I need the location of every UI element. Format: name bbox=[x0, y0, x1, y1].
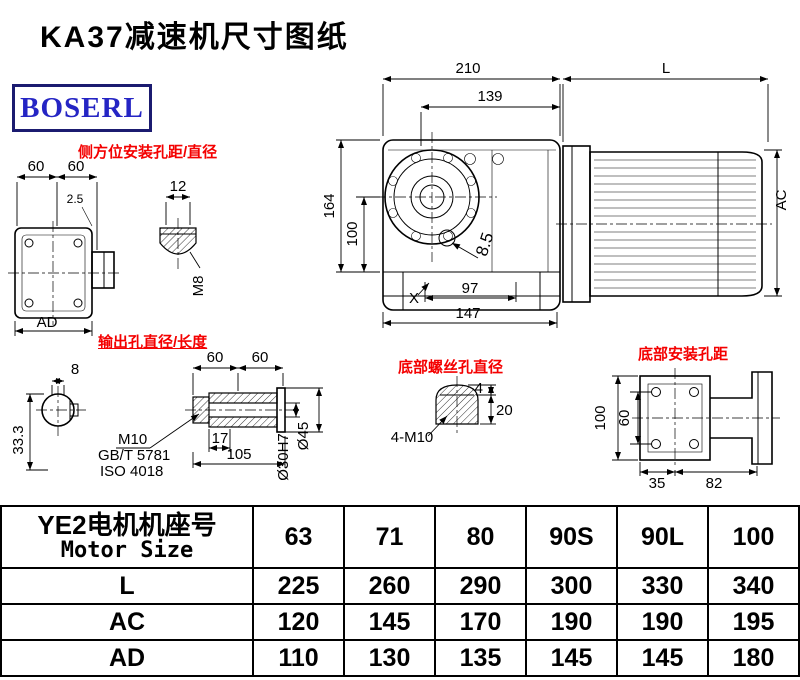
table-col-100: 100 bbox=[707, 505, 800, 569]
dim-base-hole-spacing: 60 bbox=[616, 410, 633, 427]
dim-output-std-gb: GB/T 5781 bbox=[98, 447, 170, 464]
annotation-side-mount: 侧方位安装孔距/直径 bbox=[78, 144, 218, 161]
table-cell: 290 bbox=[434, 567, 527, 605]
dim-output-thread: M10 bbox=[118, 431, 147, 448]
table-col-90s: 90S bbox=[525, 505, 618, 569]
annotation-bottom-mount: 底部安装孔距 bbox=[638, 346, 729, 363]
table-header-row: YE2电机机座号 Motor Size 63 71 80 90S 90L 100 bbox=[0, 505, 800, 569]
dim-key-width: 8 bbox=[71, 361, 79, 378]
dim-side-spacing-b: 60 bbox=[68, 158, 85, 175]
table-col-90l: 90L bbox=[616, 505, 709, 569]
dims-bottom-mount: 100 60 35 82 bbox=[592, 375, 758, 492]
brand-logo: BOSERL bbox=[12, 84, 152, 132]
dim-output-step-len: 17 bbox=[212, 430, 229, 447]
dim-front-foot-span: 97 bbox=[462, 280, 479, 297]
dims-output-shaft: 60 60 M10 GB/T 5781 ISO 4018 17 105 Ø30H… bbox=[98, 349, 323, 481]
page-title: KA37减速机尺寸图纸 bbox=[40, 21, 349, 54]
table-header-cn: YE2电机机座号 bbox=[37, 509, 217, 540]
view-motor bbox=[556, 145, 772, 303]
table-col-63: 63 bbox=[252, 505, 345, 569]
dim-motor-length: L bbox=[662, 60, 670, 77]
view-bottom-mount bbox=[632, 368, 780, 468]
dim-output-len-a: 60 bbox=[207, 349, 224, 366]
row-label-AC: AC bbox=[0, 603, 254, 641]
dims-front-gearbox: 210 139 164 100 97 147 8.5 X bbox=[321, 60, 561, 328]
dim-side-thread: M8 bbox=[190, 276, 207, 297]
dim-side-width: AD bbox=[37, 314, 58, 331]
table-header-motor-size: YE2电机机座号 Motor Size bbox=[0, 505, 254, 569]
table-row-L: L 225 260 290 300 330 340 bbox=[0, 567, 800, 605]
dim-side-offset: 2.5 bbox=[67, 192, 84, 206]
table-cell: 145 bbox=[343, 603, 436, 641]
dim-side-spacing-a: 60 bbox=[28, 158, 45, 175]
view-output-shaft bbox=[185, 387, 298, 433]
technical-drawing: 210 139 164 100 97 147 8.5 X bbox=[8, 60, 790, 492]
view-side bbox=[8, 221, 122, 325]
view-bottom-bolt bbox=[435, 376, 479, 433]
dim-front-width: 210 bbox=[455, 60, 480, 77]
table-cell: 260 bbox=[343, 567, 436, 605]
dim-front-hole-dia: 8.5 bbox=[472, 230, 497, 258]
dims-side: 60 60 2.5 AD bbox=[14, 158, 98, 336]
motor-size-table: YE2电机机座号 Motor Size 63 71 80 90S 90L 100… bbox=[0, 505, 800, 677]
table-cell: 180 bbox=[707, 639, 800, 677]
dim-front-base-width: 147 bbox=[455, 305, 480, 322]
dims-motor: L AC bbox=[562, 60, 790, 297]
table-cell: 130 bbox=[343, 639, 436, 677]
table-cell: 300 bbox=[525, 567, 618, 605]
brand-logo-text: BOSERL bbox=[20, 91, 144, 124]
dim-motor-height: AC bbox=[773, 189, 790, 210]
table-cell: 110 bbox=[252, 639, 345, 677]
dims-side-plug: 12 M8 bbox=[165, 178, 207, 297]
table-row-AD: AD 110 130 135 145 145 180 bbox=[0, 639, 800, 677]
row-label-AD: AD bbox=[0, 639, 254, 677]
view-shaft-end bbox=[36, 386, 86, 436]
dim-output-total-len: 105 bbox=[226, 446, 251, 463]
view-front-gearbox bbox=[375, 132, 561, 311]
dim-output-std-iso: ISO 4018 bbox=[100, 463, 163, 480]
table-cell: 340 bbox=[707, 567, 800, 605]
dim-bolt-label: 4-M10 bbox=[391, 429, 434, 446]
annotation-output-hole: 输出孔直径/长度 bbox=[98, 334, 208, 351]
annotation-bottom-screw: 底部螺丝孔直径 bbox=[398, 359, 504, 376]
dim-output-bore: Ø30H7 bbox=[275, 433, 292, 481]
dim-front-flange-width: 139 bbox=[477, 88, 502, 105]
table-cell: 145 bbox=[525, 639, 618, 677]
dim-side-plug-dia: 12 bbox=[170, 178, 187, 195]
table-cell: 225 bbox=[252, 567, 345, 605]
table-cell: 135 bbox=[434, 639, 527, 677]
dim-bolt-depth-20: 20 bbox=[496, 402, 513, 419]
dim-front-height: 164 bbox=[321, 193, 338, 218]
table-header-en: Motor Size bbox=[60, 538, 194, 564]
table-row-AC: AC 120 145 170 190 190 195 bbox=[0, 603, 800, 641]
dim-base-span: 82 bbox=[706, 475, 723, 492]
table-cell: 330 bbox=[616, 567, 709, 605]
dim-key-depth: 33.3 bbox=[10, 425, 27, 454]
table-cell: 190 bbox=[616, 603, 709, 641]
dim-output-len-b: 60 bbox=[252, 349, 269, 366]
dim-base-height: 100 bbox=[592, 405, 609, 430]
dims-bottom-bolt: 4-M10 4 20 bbox=[391, 380, 513, 446]
table-col-71: 71 bbox=[343, 505, 436, 569]
view-side-plug bbox=[159, 218, 197, 272]
table-col-80: 80 bbox=[434, 505, 527, 569]
row-label-L: L bbox=[0, 567, 254, 605]
table-cell: 120 bbox=[252, 603, 345, 641]
table-cell: 195 bbox=[707, 603, 800, 641]
table-cell: 170 bbox=[434, 603, 527, 641]
dim-front-x-mark: X bbox=[409, 290, 419, 307]
dim-bolt-depth-4: 4 bbox=[475, 380, 483, 397]
dim-output-dia: Ø45 bbox=[295, 422, 312, 450]
dims-shaft-end: 8 33.3 bbox=[10, 361, 79, 471]
table-cell: 145 bbox=[616, 639, 709, 677]
dim-base-off: 35 bbox=[649, 475, 666, 492]
table-cell: 190 bbox=[525, 603, 618, 641]
dim-front-lower-height: 100 bbox=[344, 221, 361, 246]
